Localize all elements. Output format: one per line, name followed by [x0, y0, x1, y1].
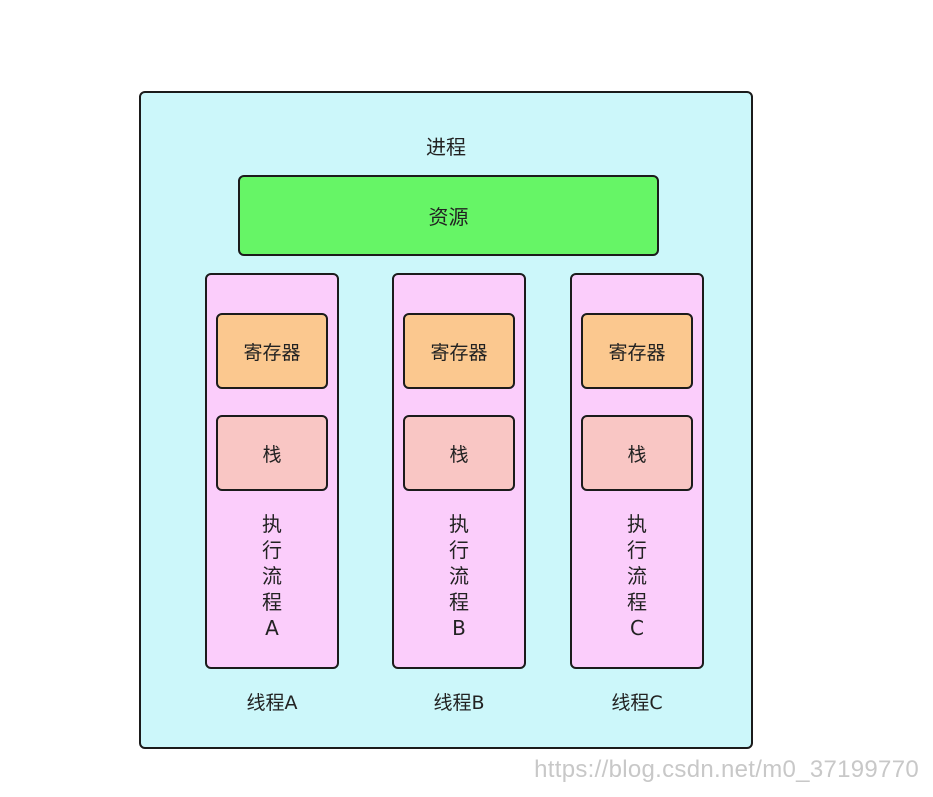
flow-char: 程	[262, 590, 282, 614]
thread-box-b: 寄存器 栈 执 行 流 程 B	[392, 273, 526, 669]
thread-box-c: 寄存器 栈 执 行 流 程 C	[570, 273, 704, 669]
flow-char: 程	[627, 590, 647, 614]
resource-box: 资源	[238, 175, 659, 256]
execution-flow-label: 执 行 流 程 A	[207, 511, 337, 641]
flow-char: 行	[449, 538, 469, 562]
flow-char: C	[630, 616, 644, 640]
register-box: 寄存器	[216, 313, 328, 389]
stack-label: 栈	[262, 443, 282, 466]
register-label: 寄存器	[430, 341, 488, 364]
flow-char: 执	[449, 512, 469, 536]
thread-label-b: 线程B	[433, 692, 485, 714]
resource-label: 资源	[428, 205, 469, 229]
flow-char: 流	[262, 564, 282, 588]
flow-char: 执	[262, 512, 282, 536]
stack-box: 栈	[403, 415, 515, 491]
flow-char: 流	[449, 564, 469, 588]
register-label: 寄存器	[243, 341, 301, 364]
register-box: 寄存器	[581, 313, 693, 389]
thread-label-c: 线程C	[611, 692, 663, 714]
flow-char: 行	[262, 538, 282, 562]
stack-label: 栈	[449, 443, 469, 466]
flow-char: 程	[449, 590, 469, 614]
register-label: 寄存器	[608, 341, 666, 364]
flow-char: 执	[627, 512, 647, 536]
stack-label: 栈	[627, 443, 647, 466]
process-box: 进程 资源 寄存器 栈 执 行 流 程 A 线程A 寄存器 栈 执 行 流	[139, 91, 753, 749]
execution-flow-label: 执 行 流 程 C	[572, 511, 702, 641]
thread-box-a: 寄存器 栈 执 行 流 程 A	[205, 273, 339, 669]
flow-char: 流	[627, 564, 647, 588]
flow-char: A	[265, 616, 279, 640]
register-box: 寄存器	[403, 313, 515, 389]
flow-char: B	[452, 616, 466, 640]
stack-box: 栈	[216, 415, 328, 491]
watermark-text: https://blog.csdn.net/m0_37199770	[534, 756, 919, 783]
thread-label-a: 线程A	[246, 692, 298, 714]
flow-char: 行	[627, 538, 647, 562]
process-label: 进程	[426, 135, 466, 159]
stack-box: 栈	[581, 415, 693, 491]
execution-flow-label: 执 行 流 程 B	[394, 511, 524, 641]
